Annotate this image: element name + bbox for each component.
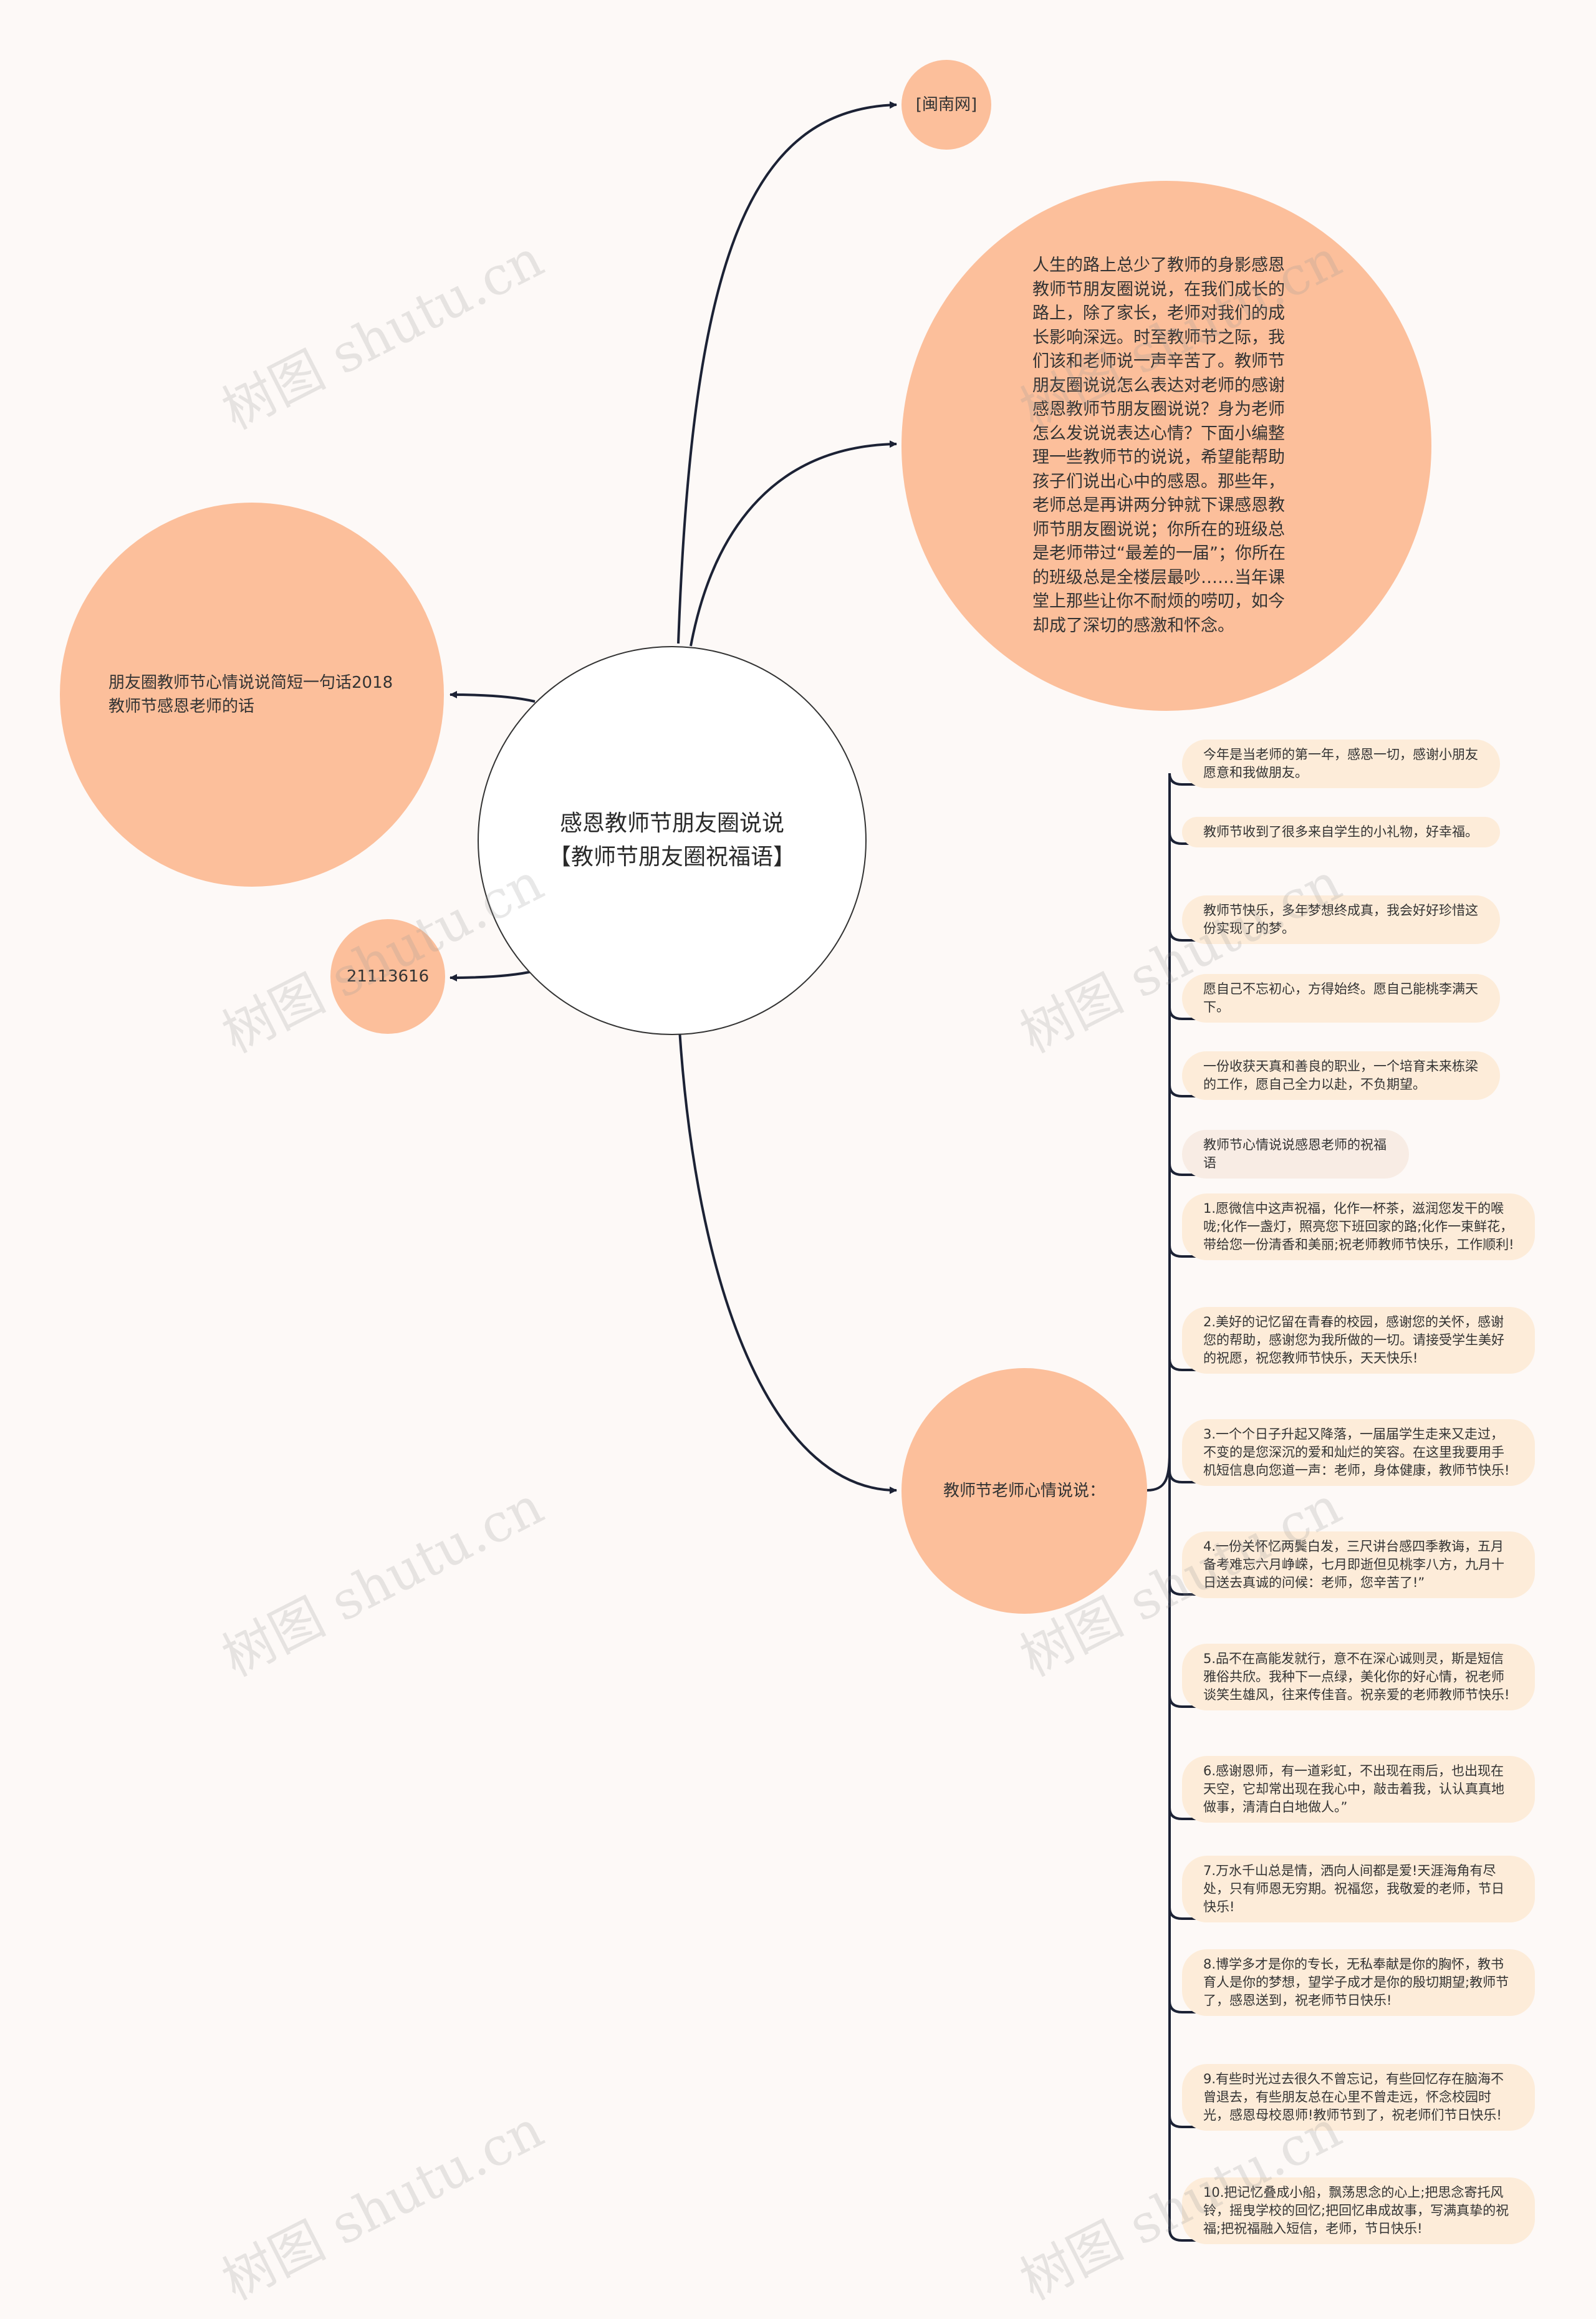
edge-branch-bus (1147, 1452, 1171, 1492)
edge-central-left-id (449, 970, 536, 981)
edge-central-left-title (449, 691, 536, 703)
branch-label: 教师节老师心情说说： (943, 1482, 1105, 1500)
leaf-node-15[interactable]: 9.有些时光过去很久不曾忘记，有些回忆存在脑海不曾退去，有些朋友总在心里不曾走远… (1182, 2064, 1535, 2131)
edge-central-intro (690, 440, 897, 647)
intro-node[interactable]: 人生的路上总少了教师的身影感恩教师节朋友圈说说，在我们成长的路上，除了家长，老师… (901, 181, 1431, 711)
leaf-node-12[interactable]: 6.感谢恩师，有一道彩虹，不出现在雨后，也出现在天空，它却常出现在我心中，敲击着… (1182, 1756, 1535, 1823)
central-topic-node[interactable]: 感恩教师节朋友圈说说【教师节朋友圈祝福语】 (478, 646, 867, 1035)
edge-central-branch (678, 1029, 897, 1494)
leaf-node-13[interactable]: 7.万水千山总是情，洒向人间都是爱!天涯海角有尽处，只有师恩无穷期。祝福您，我敬… (1182, 1856, 1535, 1922)
left-id-text: 21113616 (346, 967, 430, 986)
leaf-node-7[interactable]: 1.愿微信中这声祝福，化作一杯茶，滋润您发干的喉咙;化作一盏灯，照亮您下班回家的… (1182, 1193, 1535, 1260)
source-node[interactable]: [闽南网] (901, 60, 991, 150)
central-topic-title: 感恩教师节朋友圈说说【教师节朋友圈祝福语】 (548, 811, 796, 870)
leaf-node-11[interactable]: 5.品不在高能发就行，意不在深心诚则灵，斯是短信雅俗共欣。我种下一点绿，美化你的… (1182, 1644, 1535, 1710)
leaf-node-8[interactable]: 2.美好的记忆留在青春的校园，感谢您的关怀，感谢您的帮助，感谢您为我所做的一切。… (1182, 1307, 1535, 1374)
leaf-node-3[interactable]: 教师节快乐，多年梦想终成真，我会好好珍惜这份实现了的梦。 (1182, 895, 1500, 944)
leaf-node-1[interactable]: 今年是当老师的第一年，感恩一切，感谢小朋友愿意和我做朋友。 (1182, 740, 1500, 788)
leaf-node-5[interactable]: 一份收获天真和善良的职业，一个培育未来栋梁的工作，愿自己全力以赴，不负期望。 (1182, 1051, 1500, 1100)
edge-central-source (677, 101, 897, 644)
leaf-node-14[interactable]: 8.博学多才是你的专长，无私奉献是你的胸怀，教书育人是你的梦想，望学子成才是你的… (1182, 1949, 1535, 2016)
leaf-node-4[interactable]: 愿自己不忘初心，方得始终。愿自己能桃李满天下。 (1182, 974, 1500, 1023)
leaf-node-6[interactable]: 教师节心情说说感恩老师的祝福语 (1182, 1130, 1409, 1179)
leaf-node-9[interactable]: 3.一个个日子升起又降落，一届届学生走来又走过，不变的是您深沉的爱和灿烂的笑容。… (1182, 1419, 1535, 1486)
intro-text: 人生的路上总少了教师的身影感恩教师节朋友圈说说，在我们成长的路上，除了家长，老师… (1032, 256, 1286, 635)
source-label: [闽南网] (915, 95, 978, 114)
left-title-node[interactable]: 朋友圈教师节心情说说简短一句话2018教师节感恩老师的话 (60, 503, 444, 887)
left-title-text: 朋友圈教师节心情说说简短一句话2018教师节感恩老师的话 (108, 673, 393, 716)
leaf-node-2[interactable]: 教师节收到了很多来自学生的小礼物，好幸福。 (1182, 817, 1500, 847)
leaf-node-16[interactable]: 10.把记忆叠成小船，飘荡思念的心上;把思念寄托风铃，摇曳学校的回忆;把回忆串成… (1182, 2177, 1535, 2244)
left-id-node[interactable]: 21113616 (330, 919, 445, 1034)
leaf-connector-16 (1168, 2229, 1197, 2242)
branch-node[interactable]: 教师节老师心情说说： (901, 1368, 1147, 1614)
leaf-node-10[interactable]: 4.一份关怀忆两鬓白发，三尺讲台感四季教诲，五月备考难忘六月峥嵘，七月即逝但见桃… (1182, 1531, 1535, 1598)
